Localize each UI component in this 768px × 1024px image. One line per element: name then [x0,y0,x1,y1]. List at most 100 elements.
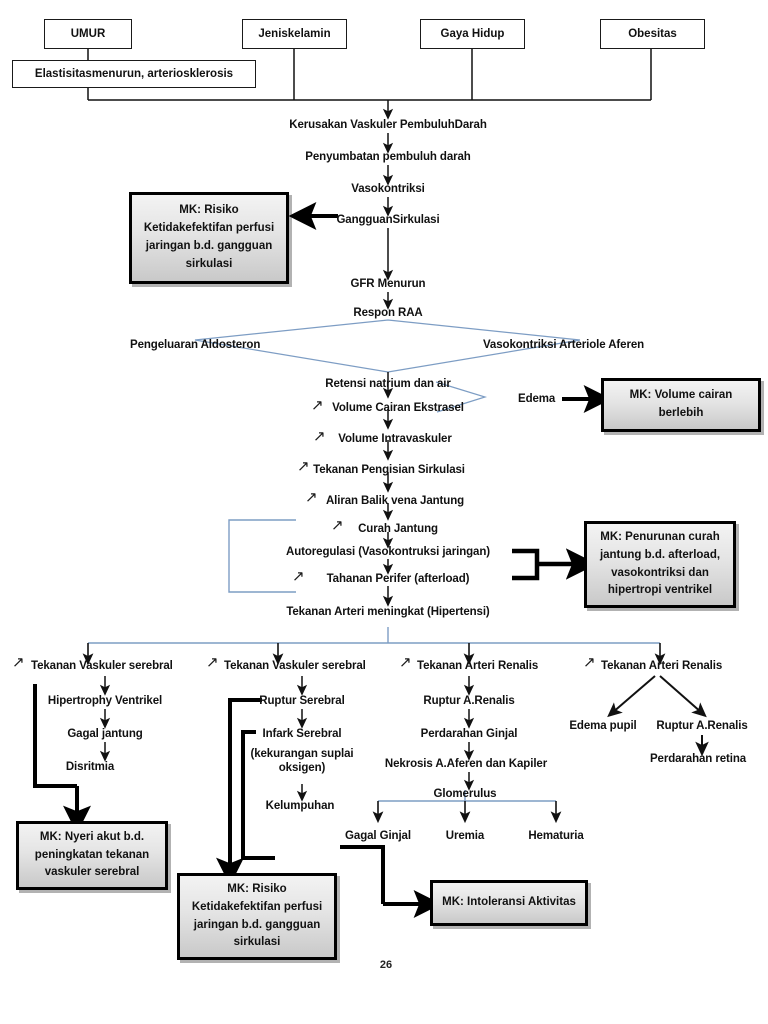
risk-factor-box-gaya-hidup[interactable]: Gaya Hidup [420,19,525,49]
node-label: Tekanan Pengisian Sirkulasi [313,464,465,476]
node-label: Ruptur A.Renalis [423,695,515,707]
node-uremia: Uremia [445,829,485,843]
mk-box-label: MK: Nyeri akut b.d. peningkatan tekanan … [34,830,150,879]
node-label: Kelumpuhan [265,800,335,812]
mk-box-label: MK: Risiko Ketidakefektifan perfusi jari… [191,882,323,949]
node-label: Curah Jantung [358,523,438,535]
node-label: Gagal Ginjal [345,830,411,842]
elasticity-label: Elastisitasmenurun, arteriosklerosis [34,68,234,80]
node-curah-jantung: Curah Jantung [358,522,438,536]
arrow-gagal-ginjal-to-mk-intoleransi [340,845,442,918]
mk-box-volume-cairan[interactable]: MK: Volume cairan berlebih [601,378,761,432]
node-kerusakan-vaskuler: Kerusakan Vaskuler PembuluhDarah [289,118,487,132]
node-label: Penyumbatan pembuluh darah [305,151,471,163]
node-label: Vasokontriksi [351,183,425,195]
node-tahanan-perifer: Tahanan Perifer (afterload) [327,572,470,586]
mk-box-label: MK: Risiko Ketidakefektifan perfusi jari… [143,204,275,270]
node-infark-serebral: Infark Serebral [262,727,341,741]
arrow-ruptur-to-mk-perfusi [216,698,262,886]
node-gagal-ginjal: Gagal Ginjal [345,829,411,843]
node-label: Edema pupil [569,720,637,732]
node-volume-cairan-ekstrasel: Volume Cairan Ekstrasel [332,401,464,415]
increase-arrow-icon: ↗ [583,654,596,671]
node-label: Retensi natrium dan air [325,378,451,390]
node-penyumbatan: Penyumbatan pembuluh darah [305,150,471,164]
node-aliran-balik-vena: Aliran Balik vena Jantung [326,494,464,508]
risk-factor-box-jenis-kelamin[interactable]: Jeniskelamin [242,19,347,49]
node-perdarahan-retina: Perdarahan retina [650,752,746,766]
elasticity-box[interactable]: Elastisitasmenurun, arteriosklerosis [12,60,256,88]
mk-box-label: MK: Intoleransi Aktivitas [442,896,576,909]
node-label: (kekurangan suplai oksigen) [250,748,354,775]
mk-box-label: MK: Volume cairan berlebih [629,389,733,419]
node-label: Tekanan Arteri meningkat (Hipertensi) [286,606,490,618]
node-label: Ruptur Serebral [259,695,345,707]
risk-factor-label: Jeniskelamin [258,28,331,40]
node-label: Tekanan Vaskuler serebral [224,660,366,672]
node-edema: Edema [518,392,555,406]
node-autoregulasi: Autoregulasi (Vasokontruksi jaringan) [286,545,490,559]
mk-box-label: MK: Penurunan curah jantung b.d. afterlo… [599,530,721,597]
mk-box-penurunan-curah-jantung[interactable]: MK: Penurunan curah jantung b.d. afterlo… [584,521,736,608]
page-number-label: 26 [379,959,393,971]
node-hipertrophy-ventrikel: Hipertrophy Ventrikel [48,694,162,708]
increase-arrow-icon: ↗ [12,654,25,671]
node-label: Perdarahan retina [649,753,747,765]
node-label: Nekrosis A.Aferen dan Kapiler [384,758,548,770]
node-branch-3: Tekanan Arteri Renalis [417,659,538,673]
node-label: Edema [518,393,556,405]
node-label: Glomerulus [433,788,497,800]
mk-box-perfusi-bawah[interactable]: MK: Risiko Ketidakefektifan perfusi jari… [177,873,337,960]
node-label: Ruptur A.Renalis [656,720,748,732]
increase-arrow-icon: ↗ [311,397,324,414]
node-nekrosis-aferen: Nekrosis A.Aferen dan Kapiler [385,757,547,771]
node-tekanan-pengisian-sirkulasi: Tekanan Pengisian Sirkulasi [313,463,465,477]
node-label: GFR Menurun [350,278,426,290]
node-label: Tahanan Perifer (afterload) [326,573,470,585]
increase-arrow-icon: ↗ [206,654,219,671]
node-ruptur-a-renalis-2: Ruptur A.Renalis [656,719,747,733]
node-label: Uremia [445,830,485,842]
node-kelumpuhan: Kelumpuhan [266,799,335,813]
node-label: Infark Serebral [262,728,342,740]
increase-arrow-icon: ↗ [297,458,310,475]
node-vasokontriksi: Vasokontriksi [351,182,425,196]
node-label: Volume Intravaskuler [338,433,452,445]
node-label: Disritmia [65,761,115,773]
arrow-autoregulasi-to-mk-curah [512,548,598,581]
node-gagal-jantung: Gagal jantung [67,727,142,741]
node-label: Aliran Balik vena Jantung [325,495,465,507]
mk-box-nyeri-akut[interactable]: MK: Nyeri akut b.d. peningkatan tekanan … [16,821,168,890]
node-label: Perdarahan Ginjal [420,728,518,740]
risk-factor-label: Gaya Hidup [440,28,505,40]
mk-box-perfusi-atas[interactable]: MK: Risiko Ketidakefektifan perfusi jari… [129,192,289,284]
node-hematuria: Hematuria [528,829,583,843]
node-label: Gagal jantung [67,728,143,740]
node-label: Vasokontriksi Arteriole Aferen [483,339,645,351]
node-edema-pupil: Edema pupil [569,719,636,733]
node-label: Hematuria [528,830,584,842]
node-gangguan-sirkulasi: GangguanSirkulasi [336,213,439,227]
node-ruptur-serebral: Ruptur Serebral [259,694,345,708]
branch4-split-arrows [607,675,709,757]
node-ruptur-a-renalis: Ruptur A.Renalis [423,694,514,708]
node-glomerulus: Glomerulus [434,787,497,801]
increase-arrow-icon: ↗ [331,517,344,534]
node-respon-raa: Respon RAA [353,306,422,320]
risk-factor-label: Obesitas [628,28,677,40]
node-tekanan-arteri-meningkat: Tekanan Arteri meningkat (Hipertensi) [286,605,489,619]
node-branch-1: Tekanan Vaskuler serebral [31,659,173,673]
node-label: Pengeluaran Aldosteron [130,339,261,351]
risk-factor-box-umur[interactable]: UMUR [44,19,132,49]
node-label: Tekanan Vaskuler serebral [31,660,173,672]
increase-arrow-icon: ↗ [292,568,305,585]
node-label: Respon RAA [353,307,423,319]
mk-box-intoleransi-aktivitas[interactable]: MK: Intoleransi Aktivitas [430,880,588,926]
risk-factor-box-obesitas[interactable]: Obesitas [600,19,705,49]
node-volume-intravaskuler: Volume Intravaskuler [338,432,452,446]
node-perdarahan-ginjal: Perdarahan Ginjal [421,727,518,741]
increase-arrow-icon: ↗ [305,489,318,506]
node-label: Kerusakan Vaskuler PembuluhDarah [289,119,487,131]
node-retensi-natrium: Retensi natrium dan air [325,377,451,391]
